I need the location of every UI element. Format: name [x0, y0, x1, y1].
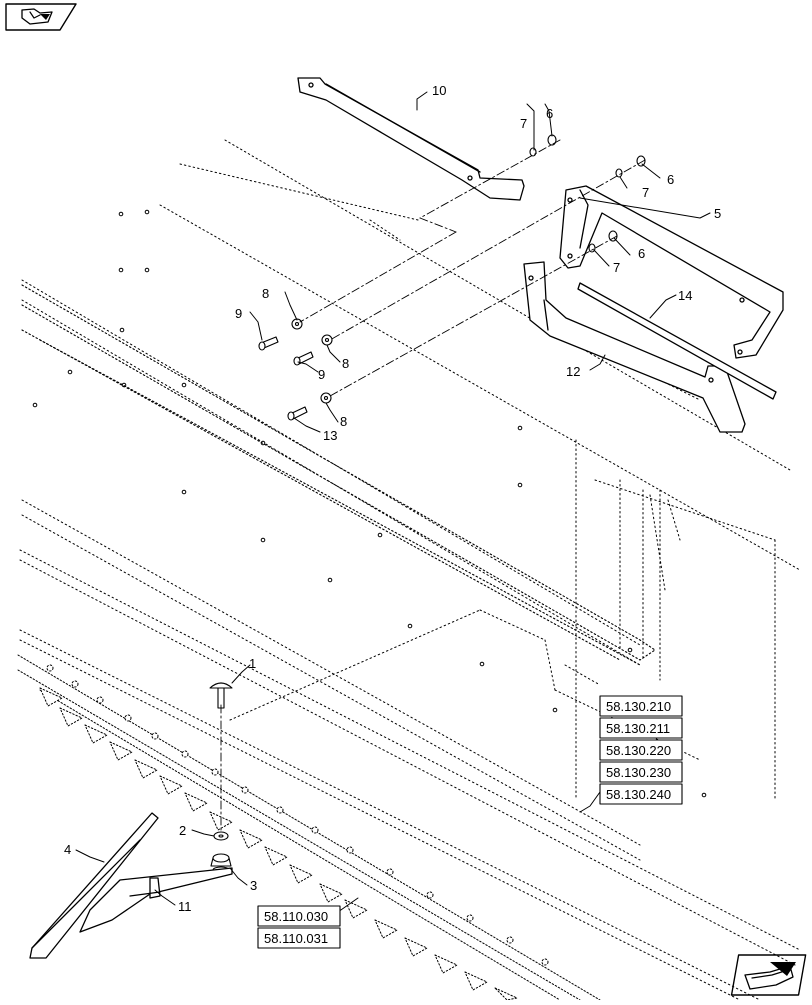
callout-3: 3: [250, 878, 257, 893]
svg-text:58.110.030: 58.110.030: [264, 909, 328, 924]
callout-7: 7: [642, 185, 649, 200]
callout-labels: 10 7 6 6 7 5 6 7 14 12 8 9 8 9 8 13 1 2 …: [64, 83, 721, 914]
callout-9: 9: [318, 367, 325, 382]
callout-9: 9: [235, 306, 242, 321]
svg-text:58.130.210: 58.130.210: [606, 699, 671, 714]
reference-link[interactable]: 58.130.211: [599, 717, 683, 739]
forward-navigation-icon[interactable]: [730, 954, 807, 996]
part-14-strip: [577, 282, 777, 400]
callout-leader-lines: [75, 91, 711, 913]
part-10-support-arm: [297, 77, 525, 201]
svg-text:58.130.240: 58.130.240: [606, 787, 671, 802]
svg-text:58.110.031: 58.110.031: [264, 931, 328, 946]
svg-text:58.130.211: 58.130.211: [606, 721, 670, 736]
reference-link[interactable]: 58.130.230: [599, 761, 683, 783]
callout-5: 5: [714, 206, 721, 221]
callout-2: 2: [179, 823, 186, 838]
reference-link[interactable]: 58.130.220: [599, 739, 683, 761]
reference-link[interactable]: 58.110.030: [257, 905, 341, 927]
callout-8: 8: [262, 286, 269, 301]
reference-links-right: 58.130.210 58.130.211 58.130.220 58.130.…: [599, 695, 683, 805]
callout-12: 12: [566, 364, 580, 379]
callout-8: 8: [342, 356, 349, 371]
callout-4: 4: [64, 842, 71, 857]
cutter-bar: [17, 654, 601, 1001]
reference-link[interactable]: 58.130.210: [599, 695, 683, 717]
front-beam: [21, 284, 656, 666]
callout-8: 8: [340, 414, 347, 429]
reference-link[interactable]: 58.130.240: [599, 783, 683, 805]
callout-14: 14: [678, 288, 692, 303]
part-4-divider-point: [29, 812, 233, 959]
callout-13: 13: [323, 428, 337, 443]
mounting-holes: [32, 209, 707, 798]
header-frame-dotted-lines: [19, 139, 801, 1001]
svg-text:58.130.220: 58.130.220: [606, 743, 671, 758]
callout-6: 6: [667, 172, 674, 187]
svg-text:58.130.230: 58.130.230: [606, 765, 671, 780]
reference-link[interactable]: 58.110.031: [257, 927, 341, 949]
callout-6: 6: [638, 246, 645, 261]
callout-7: 7: [520, 116, 527, 131]
back-navigation-icon[interactable]: [5, 3, 77, 31]
cutter-knife-guards: [39, 664, 549, 1001]
part-12-lower-bracket: [523, 261, 746, 433]
reference-links-bottom: 58.110.030 58.110.031: [257, 905, 341, 949]
part-5-bracket-plate: [559, 185, 784, 359]
assembly-center-lines: [220, 139, 646, 833]
callout-6: 6: [546, 106, 553, 121]
callout-10: 10: [432, 83, 446, 98]
callout-1: 1: [249, 656, 256, 671]
callout-7: 7: [613, 260, 620, 275]
callout-11: 11: [178, 899, 192, 914]
